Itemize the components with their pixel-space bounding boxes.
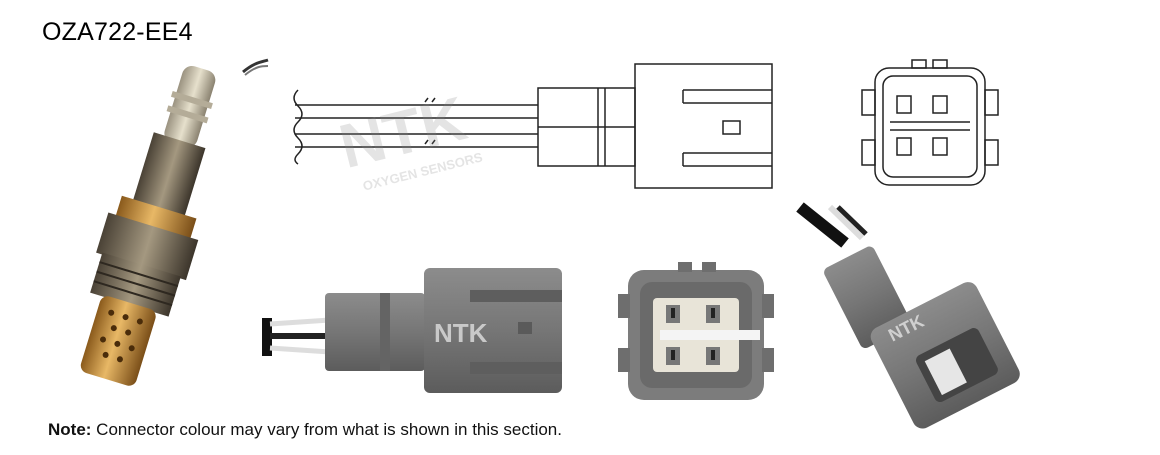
connector-face-drawing — [861, 59, 999, 186]
oxygen-sensor-image — [80, 58, 269, 386]
note-label: Note: — [48, 420, 92, 439]
connector-face-image — [618, 262, 774, 400]
connector-colour-note: Note: Connector colour may vary from wha… — [48, 420, 562, 440]
connector-side-image: NTK — [262, 268, 562, 393]
connector-brand-label: NTK — [434, 318, 488, 348]
connector-side-drawing — [293, 63, 773, 189]
ntk-watermark: NTK OXYGEN SENSORS — [333, 84, 484, 193]
part-number-title: OZA722-EE4 — [42, 18, 193, 46]
note-text: Connector colour may vary from what is s… — [91, 420, 562, 439]
connector-angled-image: NTK — [796, 202, 1020, 429]
